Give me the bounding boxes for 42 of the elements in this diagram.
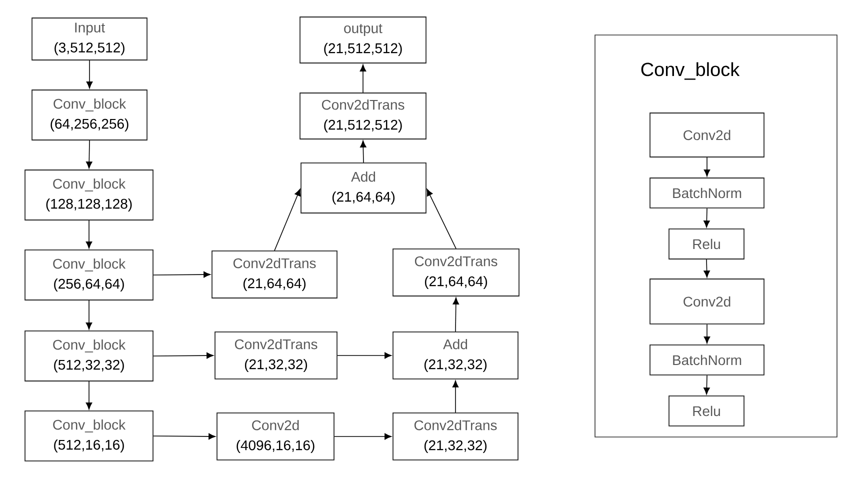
arrow: [704, 157, 710, 177]
arrow: [86, 140, 92, 169]
layer-box: BatchNorm: [650, 178, 764, 208]
layer-box: BatchNorm: [650, 344, 764, 376]
layer-box: Conv2dTrans (21,512,512): [300, 92, 426, 140]
layer-box: Input (3,512,512): [32, 18, 148, 60]
layer-box: Conv_block (64,256,256): [32, 90, 148, 140]
arrow: [153, 433, 216, 440]
arrow: [704, 324, 710, 344]
layer-box: Relu: [668, 228, 744, 260]
layer-box: Add (21,32,32): [392, 332, 518, 380]
arrow: [704, 259, 710, 278]
arrow: [86, 300, 92, 330]
arrow: [153, 271, 211, 278]
arrow: [334, 433, 392, 440]
layer-box: Conv2dTrans (21,64,64): [212, 250, 338, 298]
layer-box: Conv2d: [650, 112, 764, 158]
arrow: [452, 380, 459, 413]
arrow: [86, 60, 93, 88]
layer-box: Conv_block (512,16,16): [24, 410, 154, 462]
arrow: [704, 375, 710, 394]
layer-box: Relu: [668, 396, 744, 426]
layer-box: Conv2d (4096,16,16): [216, 412, 334, 460]
arrow: [426, 188, 456, 249]
arrow: [360, 140, 366, 163]
layer-box: Conv2dTrans (21,32,32): [392, 412, 518, 460]
arrow: [153, 352, 214, 359]
layer-box: Conv_block (512,32,32): [24, 330, 154, 382]
arrow: [704, 208, 710, 228]
layer-box: Add (21,64,64): [300, 162, 426, 214]
layer-box: Conv2dTrans (21,64,64): [392, 248, 520, 296]
arrow: [360, 64, 366, 93]
arrow: [86, 220, 92, 249]
arrow: [86, 381, 92, 410]
layer-box: Conv_block (256,64,64): [24, 250, 154, 300]
layer-box: Conv2dTrans (21,32,32): [214, 332, 338, 380]
arrow: [274, 188, 301, 251]
layer-box: output (21,512,512): [300, 16, 426, 64]
arrow: [452, 297, 460, 332]
layer-box: Conv_block (128,128,128): [24, 170, 154, 220]
layer-box: Conv2d: [650, 278, 764, 324]
arrow: [337, 352, 392, 359]
